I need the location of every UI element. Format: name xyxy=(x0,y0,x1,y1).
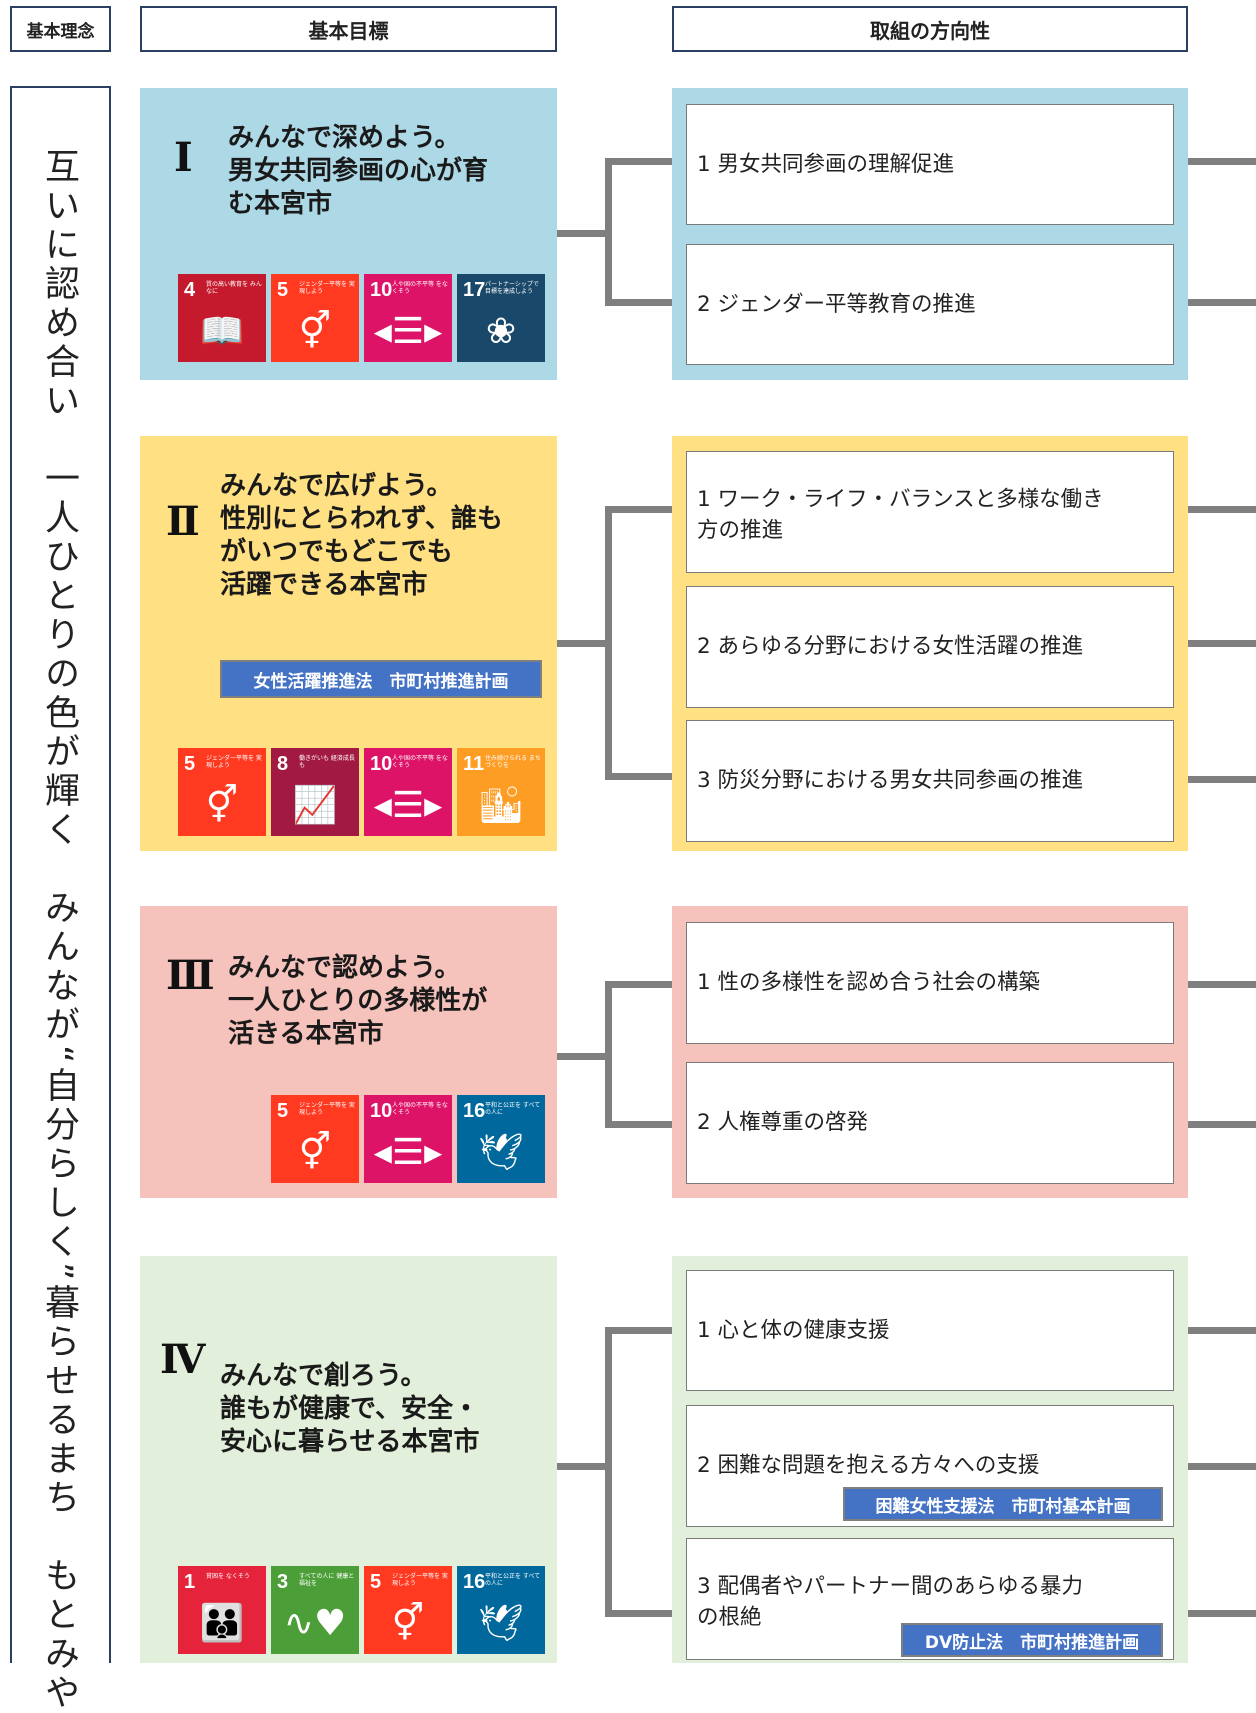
goal-4-numeral: Ⅳ xyxy=(160,1336,206,1383)
direction-2-1: 1 ワーク・ライフ・バランスと多様な働き 方の推進 xyxy=(686,451,1174,573)
connector xyxy=(1188,158,1256,165)
connector xyxy=(1188,1327,1256,1334)
direction-1-2: 2 ジェンダー平等教育の推進 xyxy=(686,244,1174,365)
header-philosophy: 基本理念 xyxy=(10,6,111,52)
connector xyxy=(557,230,610,237)
connector xyxy=(605,506,672,513)
connector xyxy=(605,299,672,306)
connector xyxy=(605,158,672,165)
connector xyxy=(1188,1610,1256,1617)
philosophy-text: 互いに認め合い 一人ひとりの色が輝く みんなが“自分らしく”暮らせるまち もとみ… xyxy=(39,148,79,1713)
goal-2-law-badge: 女性活躍推進法 市町村推進計画 xyxy=(220,660,542,698)
connector xyxy=(605,1121,672,1128)
connector xyxy=(1188,1121,1256,1128)
direction-3-2: 2 人権尊重の啓発 xyxy=(686,1062,1174,1184)
connector xyxy=(605,506,612,780)
header-goal: 基本目標 xyxy=(140,6,557,52)
connector xyxy=(605,158,612,306)
connector xyxy=(1188,981,1256,988)
direction-2-2: 2 あらゆる分野における女性活躍の推進 xyxy=(686,586,1174,708)
connector xyxy=(605,1610,672,1617)
goal-2-box: Ⅱ みんなで広げよう。 性別にとらわれず、誰も がいつでもどこでも 活躍できる本… xyxy=(140,436,557,851)
goal-1-numeral: Ⅰ xyxy=(174,134,193,181)
goal-3-title: みんなで認めよう。 一人ひとりの多様性が 活きる本宮市 xyxy=(228,953,488,1049)
goal-4-title: みんなで創ろう。 誰もが健康で、安全・ 安心に暮らせる本宮市 xyxy=(220,1361,480,1457)
direction-4-3-law-badge: DV防止法 市町村推進計画 xyxy=(901,1623,1163,1657)
philosophy-column: 互いに認め合い 一人ひとりの色が輝く みんなが“自分らしく”暮らせるまち もとみ… xyxy=(10,86,111,1713)
direction-1-1: 1 男女共同参画の理解促進 xyxy=(686,104,1174,225)
connector xyxy=(1188,640,1256,647)
connector xyxy=(605,981,612,1128)
goal-2-numeral: Ⅱ xyxy=(166,498,200,545)
goal-2-title: みんなで広げよう。 性別にとらわれず、誰も がいつでもどこでも 活躍できる本宮市 xyxy=(220,471,503,600)
goal-3-numeral: Ⅲ xyxy=(166,952,215,999)
connector xyxy=(557,640,610,647)
goal-1-title: みんなで深めよう。 男女共同参画の心が育 む本宮市 xyxy=(228,123,489,219)
connector xyxy=(1188,776,1256,783)
direction-4-1: 1 心と体の健康支援 xyxy=(686,1270,1174,1391)
connector xyxy=(1188,299,1256,306)
connector xyxy=(605,981,672,988)
connector xyxy=(605,773,672,780)
connector xyxy=(1188,1463,1256,1470)
direction-3-1: 1 性の多様性を認め合う社会の構築 xyxy=(686,922,1174,1044)
connector xyxy=(557,1053,610,1060)
direction-2-3: 3 防災分野における男女共同参画の推進 xyxy=(686,720,1174,842)
connector xyxy=(605,1327,672,1334)
header-direction: 取組の方向性 xyxy=(672,6,1188,52)
direction-4-3: 3 配偶者やパートナー間のあらゆる暴力 の根絶 DV防止法 市町村推進計画 xyxy=(686,1538,1174,1660)
direction-4-2: 2 困難な問題を抱える方々への支援 困難女性支援法 市町村基本計画 xyxy=(686,1405,1174,1527)
connector xyxy=(605,1327,612,1617)
direction-4-2-law-badge: 困難女性支援法 市町村基本計画 xyxy=(843,1487,1163,1521)
connector xyxy=(1188,506,1256,513)
connector xyxy=(557,1463,610,1470)
